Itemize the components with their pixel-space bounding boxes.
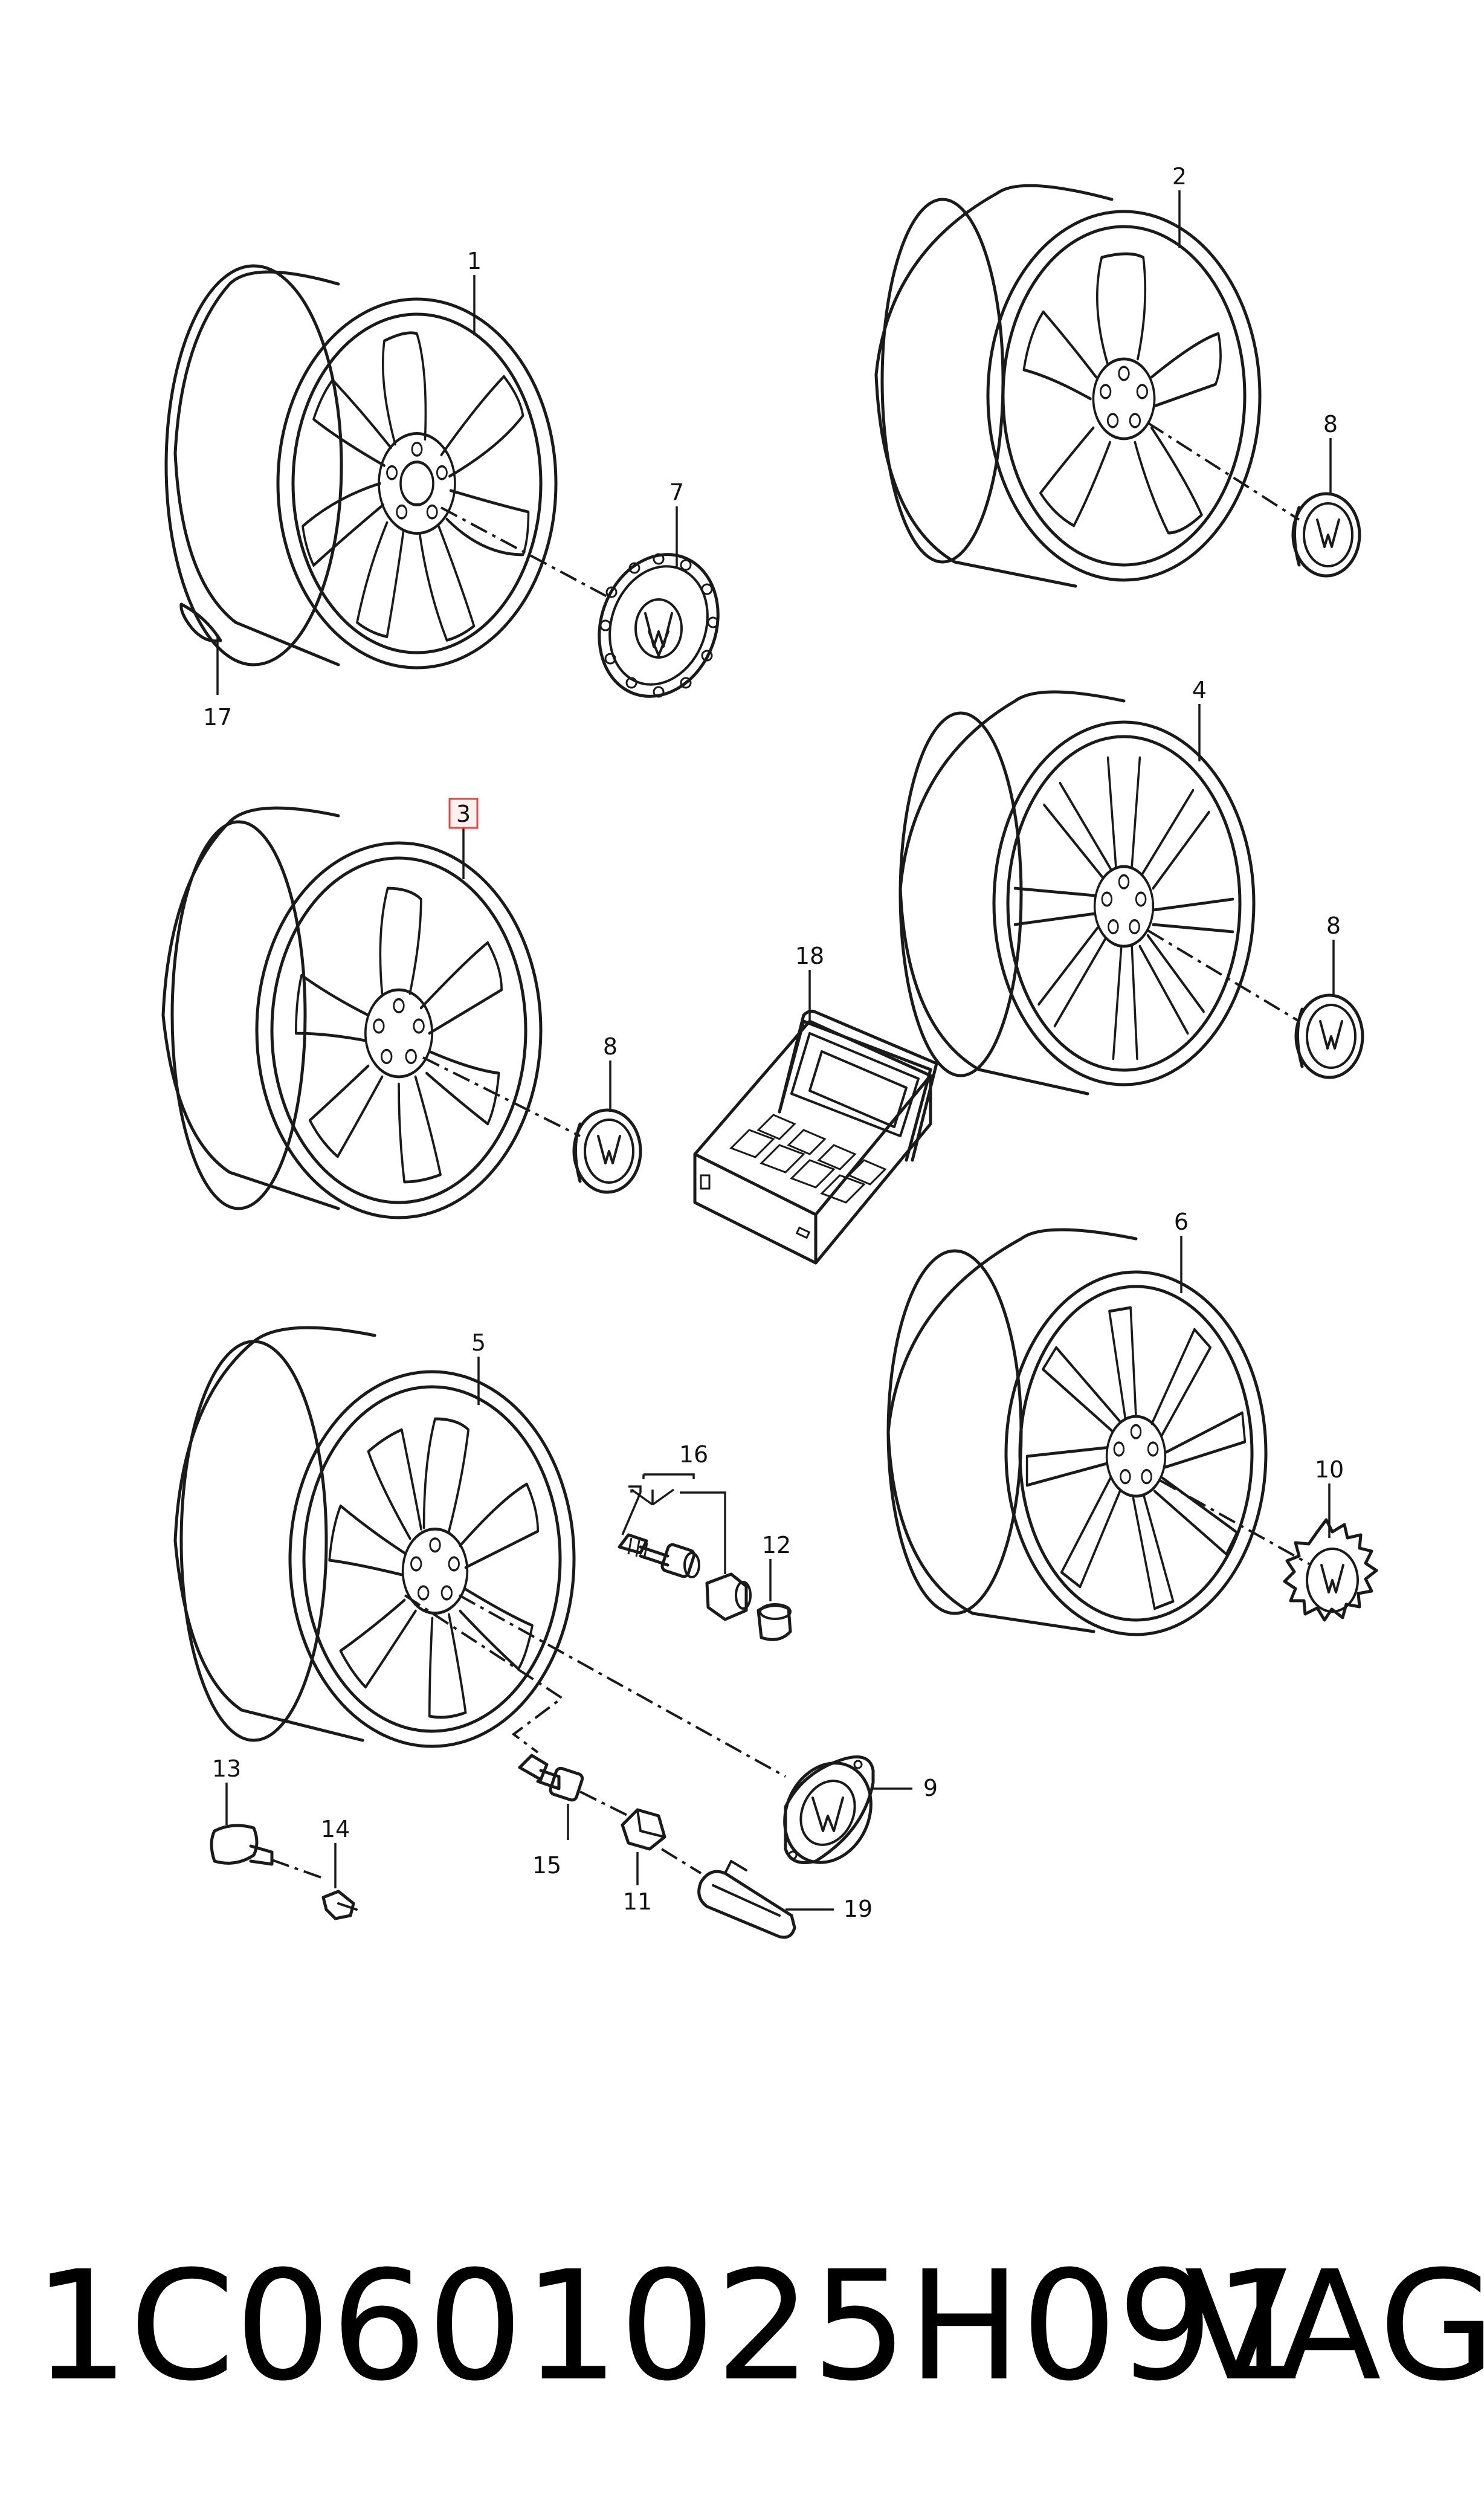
- balance-weight-17: [179, 602, 222, 643]
- wheel-1: [164, 264, 611, 670]
- valve-core-14: [321, 1890, 358, 1920]
- bolt-cap-tool-19: [697, 1860, 796, 1939]
- callout-4: 4: [1192, 677, 1207, 703]
- callout-7: 7: [669, 479, 684, 506]
- wheel-5: [173, 1326, 786, 1778]
- callout-13: 13: [212, 1755, 241, 1782]
- hub-cap-9: [783, 1755, 875, 1864]
- wheel-2: [874, 184, 1300, 588]
- callout-5: 5: [471, 1329, 486, 1356]
- callout-11: 11: [623, 1888, 652, 1915]
- exploded-parts-diagram: 1 2 3 4 5 6 7 8 8 8 9 10 11 12 13 14 15 …: [161, 163, 1378, 1939]
- callout-8-right: 8: [1326, 912, 1341, 939]
- brand-label: VAG: [1184, 2238, 1484, 2414]
- center-cap-10: [1283, 1518, 1378, 1622]
- callout-10: 10: [1315, 1456, 1344, 1483]
- valve-13: [210, 1824, 327, 1880]
- lock-bolt-case-18: [693, 1009, 938, 1265]
- center-cap-8-right: [1294, 993, 1364, 1079]
- hub-cap-7: [598, 553, 720, 698]
- callout-19: 19: [844, 1896, 873, 1922]
- callout-15: 15: [532, 1852, 561, 1879]
- callout-6: 6: [1174, 1209, 1189, 1235]
- callout-18: 18: [795, 943, 824, 969]
- center-cap-8-left: [572, 1108, 642, 1194]
- callout-17: 17: [203, 704, 232, 731]
- center-cap-8-top: [1291, 492, 1361, 578]
- callout-3: 3: [456, 801, 471, 827]
- callout-8-top: 8: [1323, 411, 1338, 437]
- callout-16: 16: [679, 1441, 708, 1468]
- callout-1: 1: [467, 248, 482, 274]
- wheel-6: [886, 1228, 1312, 1636]
- callout-9: 9: [923, 1775, 938, 1801]
- wheel-3: [161, 806, 581, 1219]
- lug-nut-11: [621, 1808, 702, 1874]
- callout-2: 2: [1172, 163, 1187, 190]
- lug-cap-12: [757, 1603, 792, 1641]
- wheel-4: [898, 690, 1300, 1096]
- callout-8-left: 8: [603, 1033, 618, 1060]
- callout-numbers: 1 2 3 4 5 6 7 8 8 8 9 10 11 12 13 14 15 …: [203, 163, 1344, 1922]
- callout-14: 14: [321, 1816, 350, 1842]
- part-number-label: 1C0601025H091: [33, 2238, 1310, 2414]
- leader-lines: [216, 190, 1335, 1911]
- lock-bolt-set-16: [618, 1533, 752, 1621]
- callout-highlight-box: [448, 798, 479, 829]
- wheel-bolt-15: [518, 1754, 629, 1817]
- callout-12: 12: [762, 1532, 791, 1558]
